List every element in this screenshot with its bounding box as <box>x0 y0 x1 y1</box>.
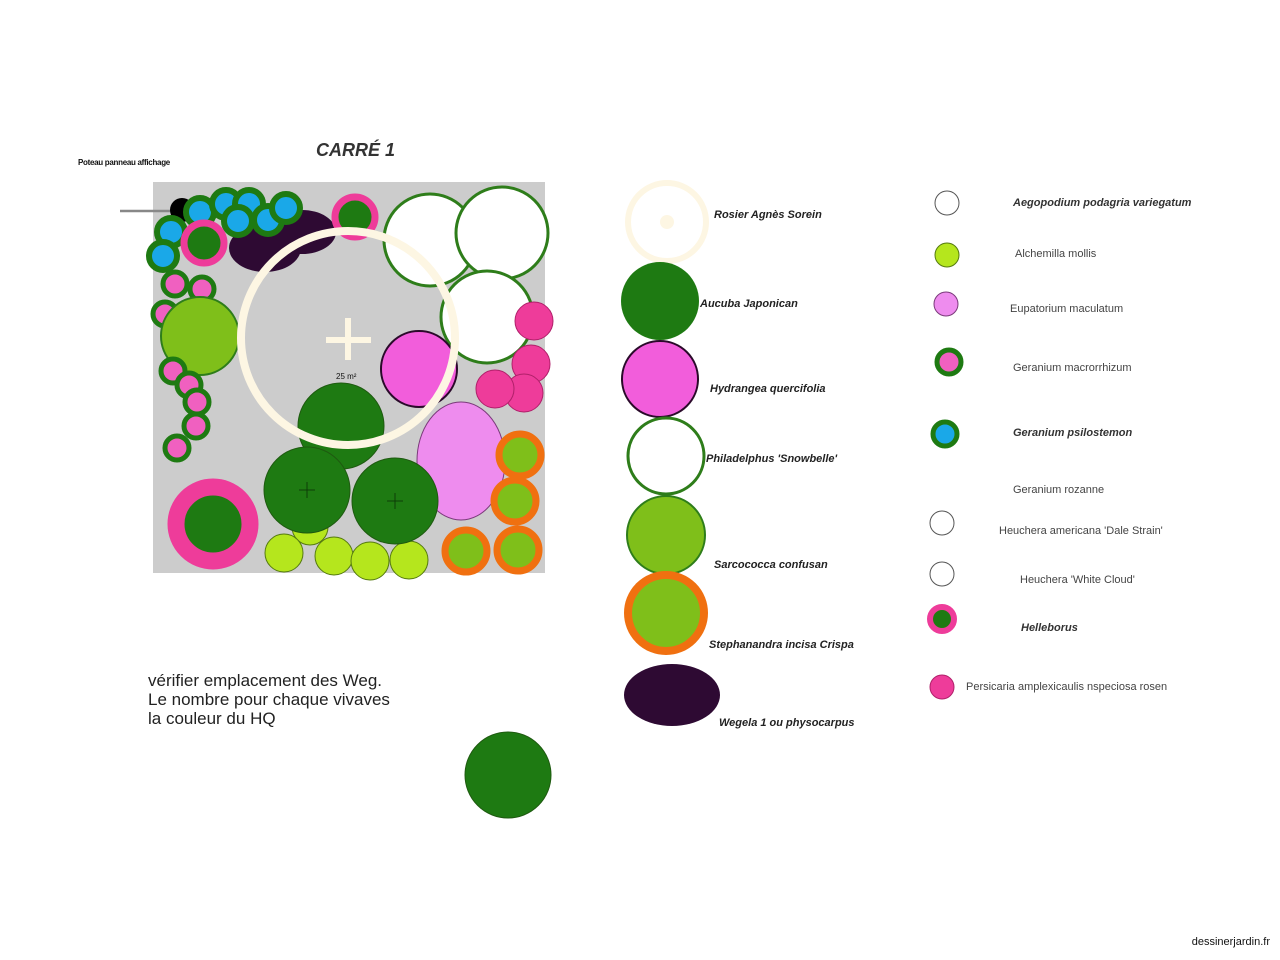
legend-geranium-psilostemon-icon <box>930 419 960 449</box>
legend-label-weigela: Wegela 1 ou physocarpus <box>719 717 855 729</box>
post-label: Poteau panneau affichage <box>78 158 170 167</box>
legend-label-philadelphus: Philadelphus 'Snowbelle' <box>706 453 838 465</box>
legend-sarcococca-icon <box>626 495 706 575</box>
legend-label-geranium-macrorrhizum: Geranium macrorrhizum <box>1013 362 1132 374</box>
legend-label-aegopodium: Aegopodium podagria variegatum <box>1013 197 1192 209</box>
legend-label-rosier: Rosier Agnès Sorein <box>714 209 822 221</box>
legend-label-helleborus: Helleborus <box>1021 622 1078 634</box>
perennial-legend-icons <box>927 190 964 700</box>
legend-weigela-icon <box>624 664 720 726</box>
geranium-psilostemon-group <box>146 187 303 273</box>
legend-aucuba-icon <box>621 262 699 340</box>
legend-geranium-macrorrhizum-icon <box>934 347 964 377</box>
legend-aegopodium-icon <box>934 190 960 216</box>
legend-label-persicaria: Persicaria amplexicaulis nspeciosa rosen <box>966 681 1168 693</box>
note-line: Le nombre pour chaque vivaves <box>148 690 390 709</box>
legend-label-geranium-rozanne: Geranium rozanne <box>1013 484 1105 496</box>
helleborus-plant <box>167 478 259 570</box>
note-text: vérifier emplacement des Weg. Le nombre … <box>148 671 390 728</box>
rosier-plant <box>237 227 459 449</box>
legend-label-sarcococca: Sarcococca confusan <box>714 559 828 571</box>
legend-eupatorium-icon <box>933 291 959 317</box>
legend-label-eupatorium: Eupatorium maculatum <box>1010 303 1124 315</box>
geranium-macrorrhizum-group <box>158 356 212 463</box>
legend-label-heuchera-white-cloud: Heuchera 'White Cloud' <box>1020 574 1135 586</box>
legend-helleborus-icon <box>927 604 957 634</box>
legend-label-aucuba: Aucuba Japonican <box>700 298 798 310</box>
area-label: 25 m² <box>336 372 357 381</box>
plan-title: CARRÉ 1 <box>316 140 396 160</box>
persicaria-group <box>475 301 554 413</box>
hydrangea-plant <box>380 330 458 408</box>
philadelphus-plant <box>454 185 550 281</box>
legend-label-alchemilla: Alchemilla mollis <box>1015 248 1097 260</box>
helleborus-plant <box>180 219 228 267</box>
plant-cross-marker <box>299 482 403 509</box>
legend-alchemilla-icon <box>934 242 960 268</box>
aucuba-plant <box>464 731 552 819</box>
shrub-legend-icons <box>621 180 720 726</box>
legend-philadelphus-icon <box>626 416 706 496</box>
legend-stephanandra-icon <box>624 571 708 655</box>
legend-label-heuchera-americana: Heuchera americana 'Dale Strain' <box>999 525 1163 537</box>
legend-heuchera-americana-icon <box>929 510 955 536</box>
legend-label-stephanandra: Stephanandra incisa Crispa <box>709 639 854 651</box>
centre-cross <box>326 318 371 360</box>
legend-label-hydrangea: Hydrangea quercifolia <box>710 383 826 395</box>
legend-hydrangea-icon <box>621 340 699 418</box>
helleborus-plant <box>331 193 379 241</box>
legend-label-geranium-psilostemon: Geranium psilostemon <box>1013 427 1133 439</box>
legend-heuchera-white-cloud-icon <box>929 561 955 587</box>
note-line: la couleur du HQ <box>148 709 276 728</box>
site-credit: dessinerjardin.fr <box>1191 936 1270 948</box>
note-line: vérifier emplacement des Weg. <box>148 671 383 690</box>
legend-persicaria-icon <box>929 674 955 700</box>
stephanandra-group <box>441 430 545 576</box>
legend-rosier-cross-icon <box>660 215 674 229</box>
